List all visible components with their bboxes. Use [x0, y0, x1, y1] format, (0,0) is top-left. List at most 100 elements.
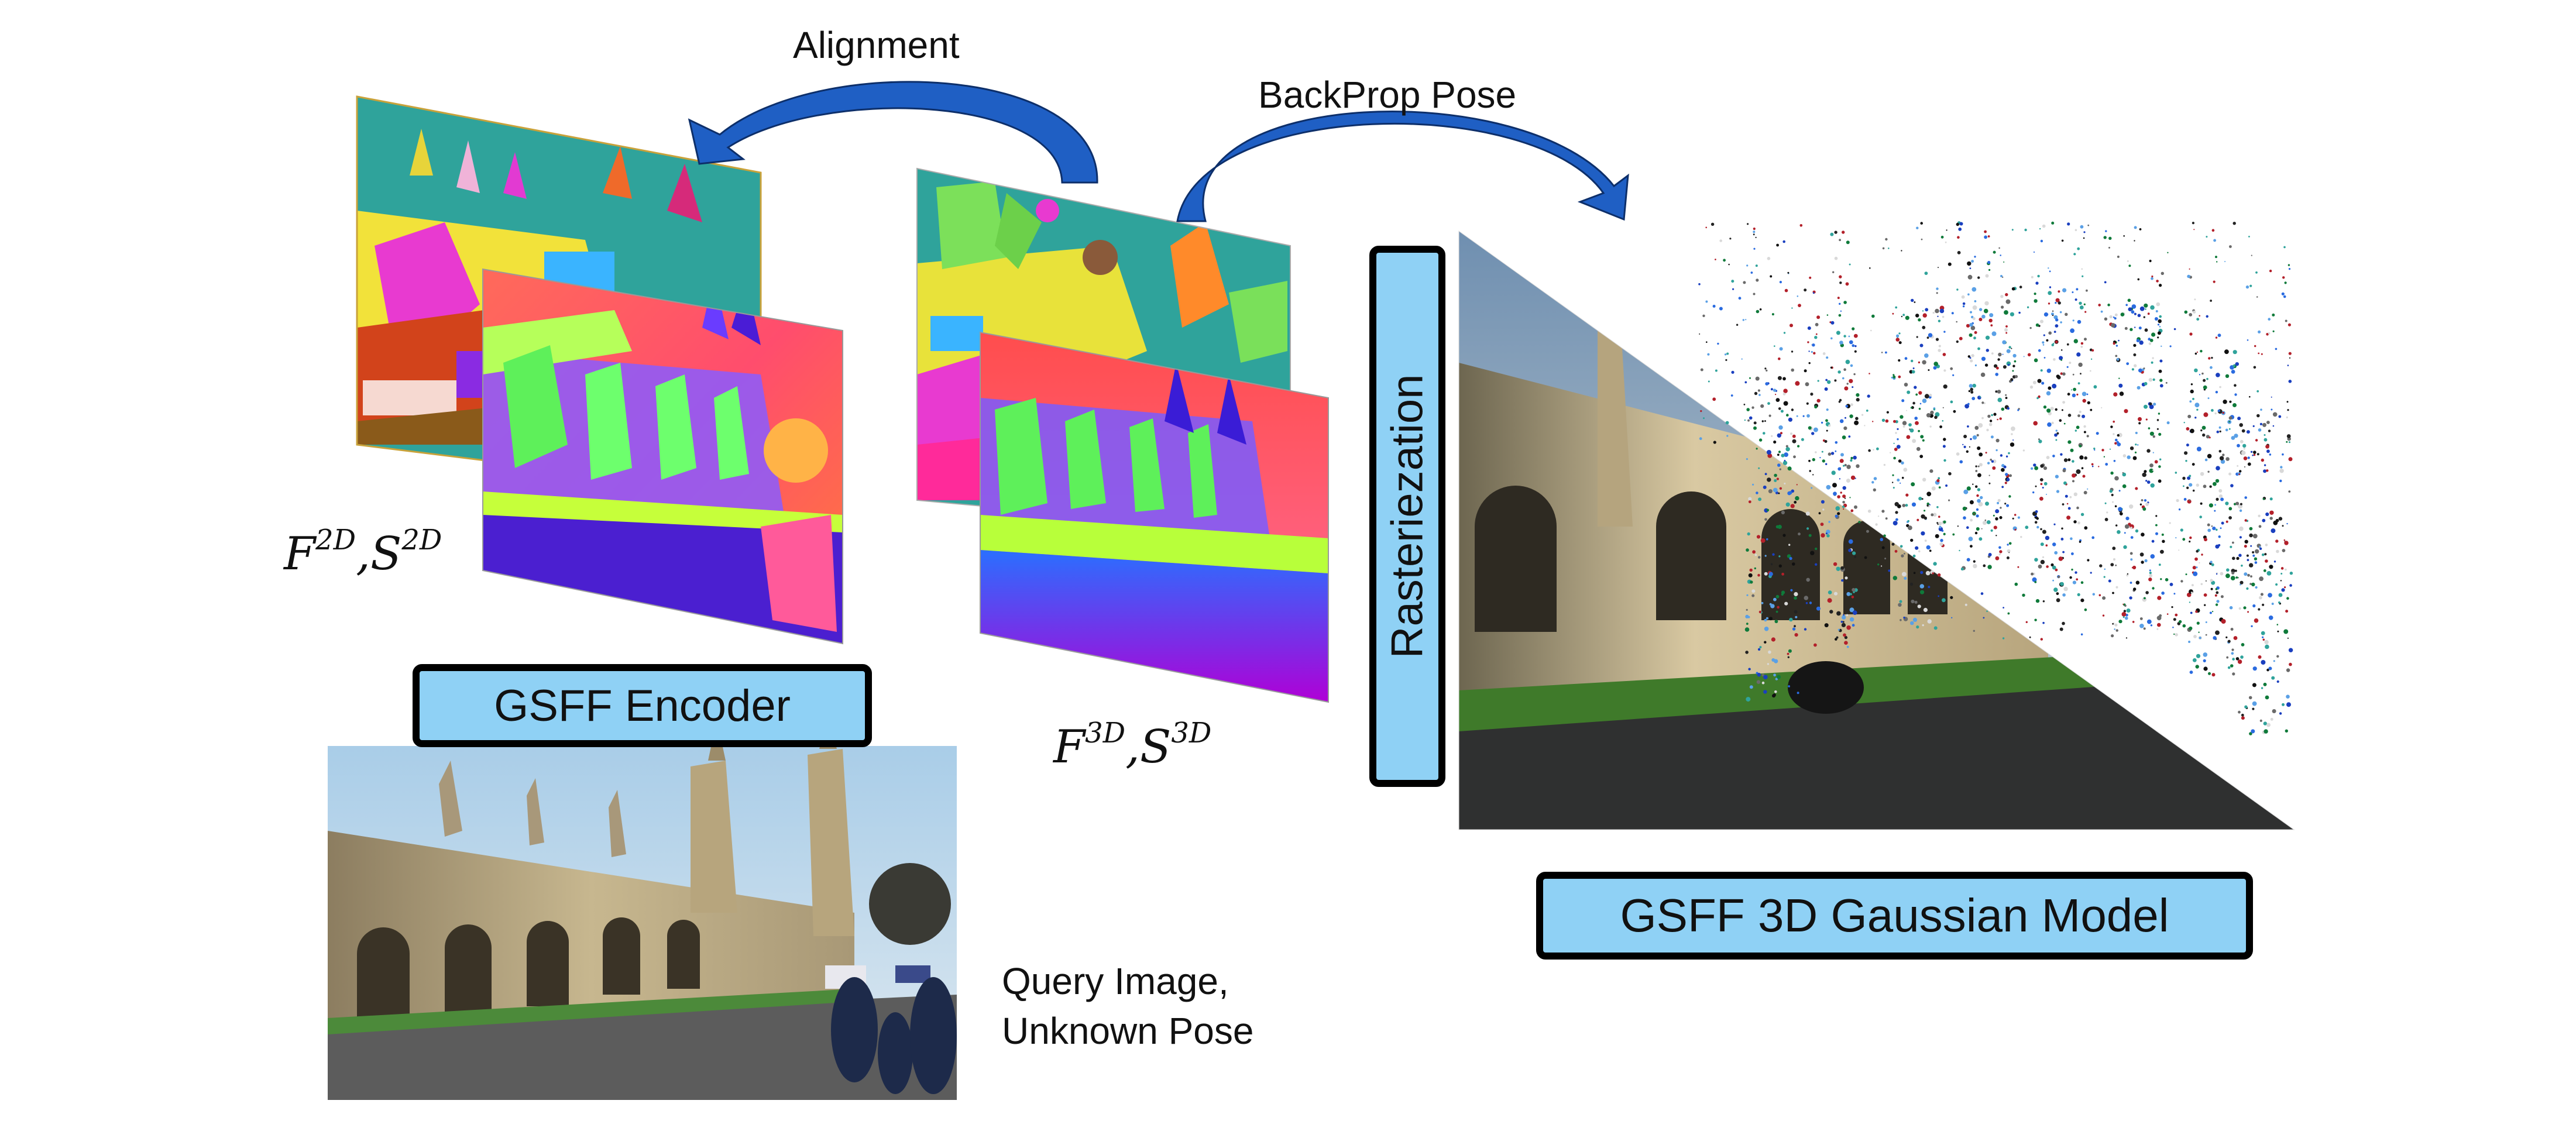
- gaussian-point: [2011, 348, 2012, 349]
- gaussian-point: [2007, 612, 2010, 615]
- gaussian-point: [1752, 483, 1754, 486]
- gaussian-point: [2073, 387, 2077, 391]
- gaussian-point: [2060, 349, 2063, 351]
- gaussian-point: [2252, 551, 2255, 553]
- gaussian-point: [1746, 608, 1748, 611]
- gaussian-point: [2014, 528, 2017, 531]
- gaussian-point: [2083, 231, 2086, 233]
- gaussian-point: [2086, 435, 2089, 438]
- gaussian-point: [2148, 342, 2152, 345]
- gaussian-point: [2038, 349, 2041, 352]
- gaussian-point: [2227, 666, 2231, 669]
- gaussian-point: [1726, 352, 1729, 355]
- gaussian-point: [2136, 339, 2140, 342]
- gaussian-point: [2213, 636, 2217, 640]
- gaussian-point: [1991, 331, 1997, 336]
- gaussian-point: [2006, 349, 2011, 353]
- gaussian-point: [1958, 227, 1962, 231]
- gaussian-point: [2052, 455, 2055, 458]
- gaussian-point: [2058, 301, 2061, 305]
- gaussian-point: [1995, 438, 2000, 443]
- gaussian-point: [2139, 340, 2144, 345]
- gaussian-point: [1909, 428, 1911, 431]
- gaussian-point: [2060, 359, 2063, 361]
- gaussian-point: [2000, 507, 2002, 509]
- gaussian-point: [2201, 372, 2204, 375]
- gaussian-point: [1846, 592, 1851, 596]
- gaussian-point: [1972, 305, 1977, 310]
- gaussian-point: [2053, 315, 2058, 319]
- gaussian-point: [2001, 305, 2004, 309]
- gaussian-point: [1920, 435, 1924, 439]
- gaussian-point: [2045, 544, 2048, 546]
- gaussian-point: [2273, 520, 2278, 525]
- gaussian-point: [2125, 614, 2128, 617]
- gaussian-point: [2216, 600, 2220, 603]
- gaussian-point: [1897, 428, 1899, 431]
- gaussian-point: [2196, 566, 2198, 569]
- gaussian-point: [2235, 576, 2238, 579]
- gaussian-point: [2011, 426, 2015, 431]
- gaussian-point: [2249, 563, 2254, 568]
- gaussian-point: [2237, 465, 2239, 467]
- gaussian-point: [1885, 238, 1888, 241]
- gaussian-point: [2148, 378, 2153, 382]
- gaussian-point: [1767, 402, 1770, 405]
- gaussian-point: [2079, 455, 2084, 460]
- gaussian-point: [2082, 474, 2086, 478]
- gaussian-point: [1916, 518, 1919, 521]
- gaussian-point: [2192, 463, 2195, 466]
- gaussian-point: [2148, 427, 2151, 429]
- gaussian-point: [2080, 345, 2083, 348]
- gaussian-point: [2102, 614, 2105, 617]
- gaussian-point: [1753, 426, 1757, 430]
- gaussian-point: [2070, 328, 2075, 333]
- gaussian-point: [1840, 491, 1842, 494]
- gaussian-point: [1974, 425, 1979, 430]
- gaussian-point: [1845, 417, 1846, 419]
- gaussian-point: [1784, 459, 1786, 462]
- gaussian-point: [2247, 611, 2249, 613]
- gaussian-point: [2071, 389, 2072, 391]
- gaussian-point: [1975, 485, 1978, 488]
- gaussian-point: [2121, 612, 2127, 617]
- gaussian-point: [2025, 621, 2028, 624]
- gaussian-point: [2149, 463, 2153, 467]
- gaussian-point: [2157, 331, 2161, 335]
- gaussian-point: [2060, 372, 2063, 375]
- gaussian-point: [1911, 599, 1915, 604]
- gaussian-point: [2264, 438, 2268, 442]
- gaussian-point: [1746, 594, 1749, 596]
- gaussian-point: [1892, 312, 1894, 315]
- gaussian-point: [2223, 400, 2227, 404]
- gaussian-point: [1815, 451, 1817, 453]
- gaussian-point: [1868, 449, 1871, 452]
- gaussian-point: [2194, 352, 2197, 355]
- gaussian-point: [2127, 260, 2129, 262]
- gaussian-point: [2279, 712, 2282, 715]
- gaussian-point: [1926, 491, 1932, 497]
- gaussian-point: [1846, 614, 1849, 617]
- gaussian-point: [2266, 668, 2269, 672]
- gaussian-point: [1742, 319, 1744, 321]
- gaussian-point: [2171, 606, 2173, 608]
- gaussian-point: [1971, 260, 1974, 263]
- gaussian-point: [1707, 353, 1710, 356]
- gaussian-point: [2239, 526, 2244, 531]
- gaussian-point: [1997, 501, 2000, 504]
- gaussian-point: [1994, 364, 1998, 368]
- gaussian-point: [2269, 565, 2273, 569]
- gaussian-point: [2240, 439, 2244, 443]
- gaussian-point: [2268, 666, 2272, 671]
- gaussian-point: [1979, 318, 1983, 321]
- gaussian-point: [2166, 613, 2169, 615]
- gaussian-point: [2199, 374, 2201, 376]
- gaussian-point: [2029, 385, 2034, 389]
- gaussian-point: [2173, 328, 2176, 331]
- gaussian-point: [1776, 477, 1779, 480]
- gaussian-point: [1966, 526, 1969, 529]
- math-sep: ,: [356, 528, 370, 580]
- gaussian-point: [1895, 518, 1898, 521]
- gaussian-point: [2049, 270, 2051, 273]
